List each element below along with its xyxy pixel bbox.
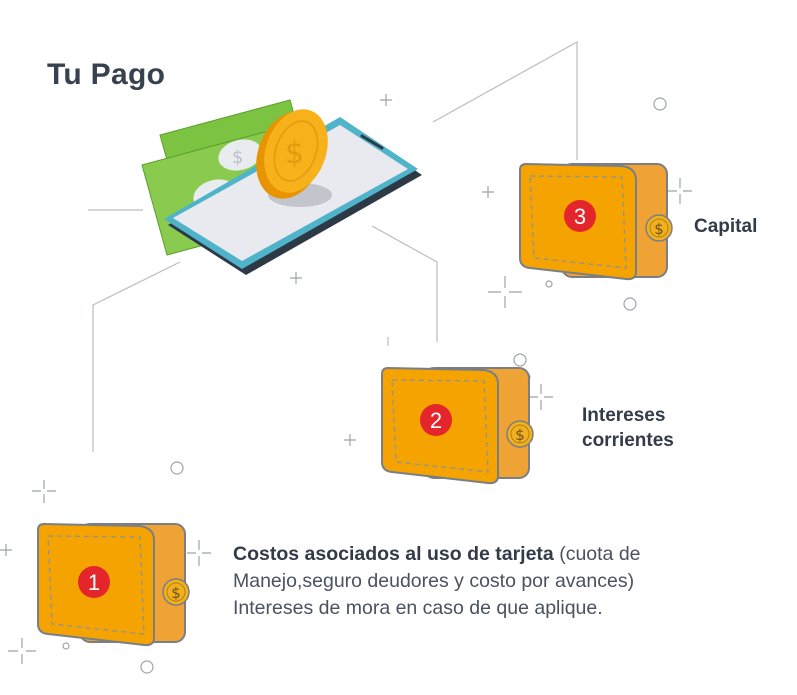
sparkle-icon bbox=[0, 544, 12, 556]
wallet-1-icon[interactable]: 1 $ bbox=[30, 516, 195, 651]
sparkle-icon bbox=[380, 94, 392, 106]
coin-icon: $ bbox=[162, 578, 190, 606]
coin-icon: $ bbox=[256, 109, 328, 199]
svg-text:$: $ bbox=[515, 426, 525, 444]
svg-text:$: $ bbox=[654, 220, 664, 238]
coin-icon: $ bbox=[506, 420, 534, 448]
page-title: Tu Pago bbox=[47, 58, 166, 91]
wallet-number: 3 bbox=[574, 204, 586, 229]
desc-line-3: Intereses de mora en caso de que aplique… bbox=[233, 597, 603, 619]
label-intereses-line2: corrientes bbox=[582, 430, 674, 451]
label-intereses-corrientes: Intereses corrientes bbox=[582, 403, 742, 453]
svg-text:$: $ bbox=[232, 147, 243, 168]
wallet-2-icon[interactable]: 2 $ bbox=[374, 362, 539, 487]
sparkle-icon bbox=[488, 276, 522, 308]
costs-description: Costos asociados al uso de tarjeta (cuot… bbox=[233, 541, 753, 622]
sparkle-icon bbox=[668, 178, 692, 204]
connector-line-capital bbox=[432, 40, 578, 160]
decor-circle bbox=[545, 280, 553, 288]
wallet-number: 1 bbox=[88, 570, 100, 595]
desc-bold: Costos asociados al uso de tarjeta bbox=[233, 543, 554, 565]
sparkle-icon bbox=[187, 540, 211, 566]
decor-circle bbox=[170, 461, 184, 475]
connector-line-intereses bbox=[371, 225, 438, 342]
coin-icon: $ bbox=[645, 214, 673, 242]
sparkle-icon bbox=[529, 384, 553, 410]
label-capital: Capital bbox=[694, 216, 758, 237]
sparkle-icon bbox=[290, 272, 302, 284]
svg-text:$: $ bbox=[171, 584, 181, 602]
decor-circle bbox=[513, 353, 527, 367]
decor-circle bbox=[62, 642, 70, 650]
phone-payment-illustration: $ $ bbox=[141, 99, 422, 275]
connector-line-costos bbox=[92, 261, 181, 452]
wallet-3-icon[interactable]: 3 $ bbox=[512, 160, 677, 285]
desc-line1-rest: (cuota de bbox=[553, 543, 641, 565]
svg-text:$: $ bbox=[285, 136, 304, 171]
wallet-number: 2 bbox=[430, 408, 442, 433]
sparkle-icon bbox=[32, 480, 56, 503]
decor-circle bbox=[623, 297, 637, 311]
desc-line-2: Manejo,seguro deudores y costo por avanc… bbox=[233, 570, 635, 592]
sparkle-icon bbox=[8, 638, 36, 664]
label-intereses-line1: Intereses bbox=[582, 405, 666, 426]
desc-line-1: Costos asociados al uso de tarjeta (cuot… bbox=[233, 541, 753, 568]
sparkle-icon bbox=[482, 186, 494, 198]
decor-circle bbox=[653, 97, 667, 111]
decor-circle bbox=[140, 660, 154, 674]
sparkle-icon bbox=[344, 434, 356, 446]
